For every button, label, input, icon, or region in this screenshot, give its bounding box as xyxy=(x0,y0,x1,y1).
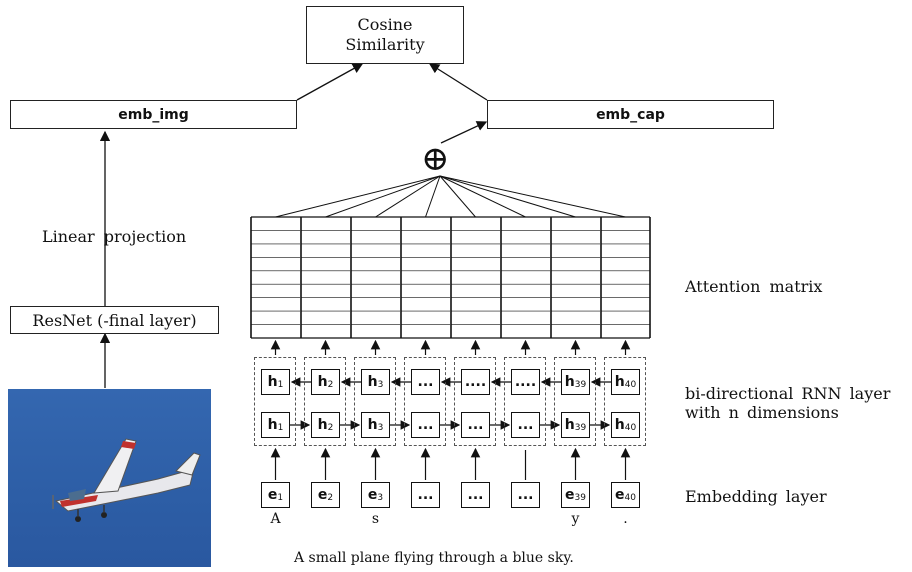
hidden-cell-backward: ... xyxy=(411,369,440,395)
caption-token: y xyxy=(571,511,580,527)
attention-matrix-label: Attention matrix xyxy=(685,277,823,296)
rnn-column-frame xyxy=(454,357,496,446)
rnn-column-frame xyxy=(604,357,646,446)
embedding-cell: ... xyxy=(461,482,490,508)
rnn-column-frame xyxy=(504,357,546,446)
cosine-similarity-label: Cosine Similarity xyxy=(345,15,425,54)
hidden-cell-backward: .... xyxy=(461,369,490,395)
embedding-cell: ... xyxy=(411,482,440,508)
emb-img-label: emb_img xyxy=(118,106,189,123)
hidden-cell-backward: .... xyxy=(511,369,540,395)
embedding-cell: ... xyxy=(511,482,540,508)
caption: A small plane flying through a blue sky. xyxy=(294,550,574,566)
emb-cap-label: emb_cap xyxy=(596,106,665,123)
rnn-column-frame xyxy=(354,357,396,446)
caption-token: A xyxy=(270,511,281,527)
resnet-label: ResNet (-final layer) xyxy=(32,310,197,330)
emb-cap-box: emb_cap xyxy=(487,100,774,129)
rnn-column-frame xyxy=(404,357,446,446)
hidden-cell-forward: ... xyxy=(411,412,440,438)
emb-img-box: emb_img xyxy=(10,100,297,129)
linear-projection-label: Linear projection xyxy=(42,227,187,246)
resnet-box: ResNet (-final layer) xyxy=(10,306,219,334)
hidden-cell-forward: ... xyxy=(461,412,490,438)
plus-symbol: ⊕ xyxy=(421,139,450,179)
rnn-label-line1: bi-directional RNN layer xyxy=(685,384,891,403)
airplane-photo-icon xyxy=(52,438,201,522)
rnn-column-frame xyxy=(304,357,346,446)
caption-token: . xyxy=(623,511,628,527)
caption-token: s xyxy=(371,511,380,527)
rnn-label-line2: with n dimensions xyxy=(685,403,839,422)
embedding-layer-label: Embedding layer xyxy=(685,487,827,506)
cosine-similarity-box: Cosine Similarity xyxy=(306,6,464,64)
hidden-cell-forward: ... xyxy=(511,412,540,438)
rnn-column-frame xyxy=(254,357,296,446)
airplane-image xyxy=(8,389,211,567)
rnn-column-frame xyxy=(554,357,596,446)
